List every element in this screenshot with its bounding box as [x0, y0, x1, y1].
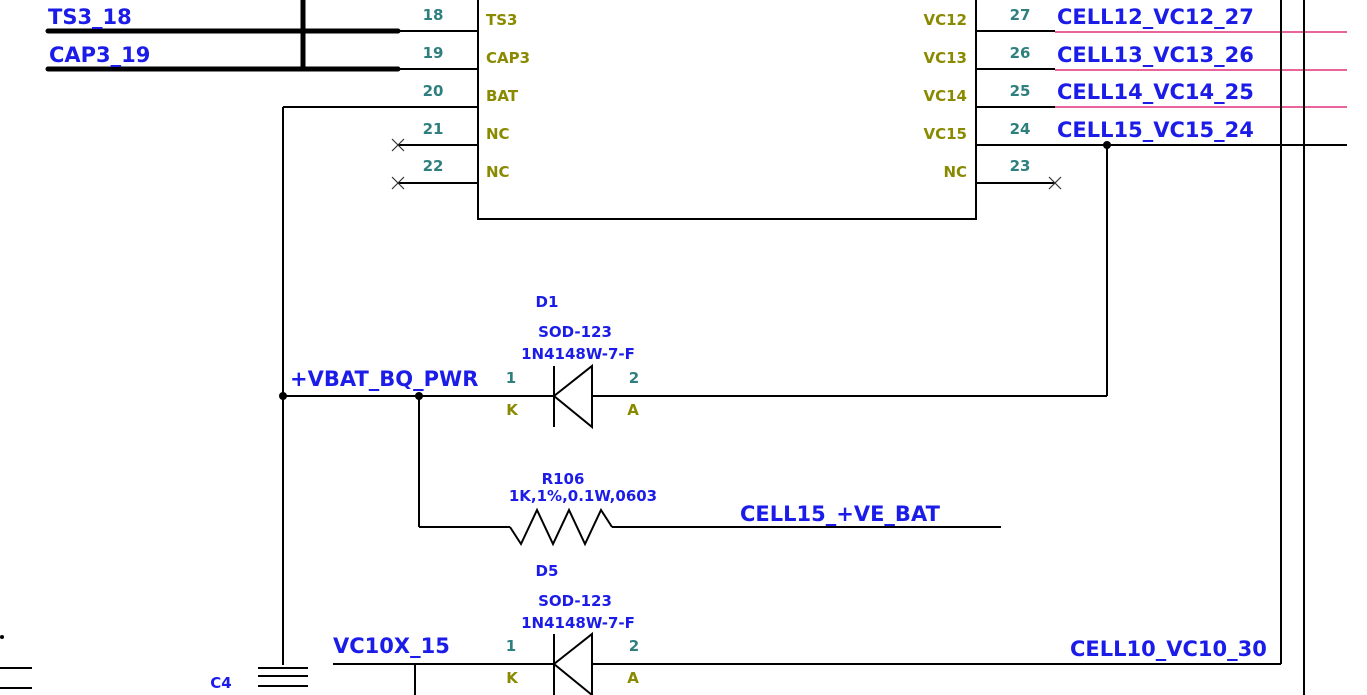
pin-name-vc15: VC15	[924, 125, 968, 143]
pin-number-26: 26	[1010, 44, 1031, 62]
net-label-cell12: CELL12_VC12_27	[1057, 5, 1254, 29]
d5-part: 1N4148W-7-F	[521, 614, 635, 632]
pin-number-25: 25	[1010, 82, 1031, 100]
d5-k-label: K	[506, 669, 519, 687]
ic-body-outline	[477, 0, 977, 220]
c4-ref: C4	[210, 674, 231, 692]
pin-name-vc14: VC14	[924, 87, 968, 105]
net-label-cell10: CELL10_VC10_30	[1070, 637, 1267, 661]
nc-marker-22	[391, 176, 405, 190]
d5-diode-symbol[interactable]	[552, 631, 593, 695]
d1-a-label: A	[627, 401, 639, 419]
net-label-cap3: CAP3_19	[49, 43, 150, 67]
d5-a-label: A	[627, 669, 639, 687]
pin-number-27: 27	[1010, 6, 1031, 24]
pin-name-vc13: VC13	[924, 49, 968, 67]
d5-pin2-number: 2	[629, 637, 639, 655]
pin-name-nc-21: NC	[486, 125, 510, 143]
r106-value: 1K,1%,0.1W,0603	[509, 487, 657, 505]
d1-ref: D1	[536, 293, 559, 311]
pin-name-nc-22: NC	[486, 163, 510, 181]
d1-pin1-number: 1	[506, 369, 516, 387]
r106-resistor-symbol[interactable]	[509, 507, 613, 547]
d1-part: 1N4148W-7-F	[521, 345, 635, 363]
net-label-cell14: CELL14_VC14_25	[1057, 80, 1254, 104]
net-label-cell15: CELL15_VC15_24	[1057, 118, 1254, 142]
net-label-vc10x: VC10X_15	[333, 634, 450, 658]
pin-number-21: 21	[423, 120, 444, 138]
pin-number-19: 19	[423, 44, 444, 62]
junction-vbat-left	[279, 392, 287, 400]
d1-package: SOD-123	[538, 323, 612, 341]
net-label-vbat-bq: +VBAT_BQ_PWR	[290, 367, 478, 391]
pin-name-bat: BAT	[486, 87, 519, 105]
c4-capacitor-symbol[interactable]	[258, 667, 308, 687]
pin-number-22: 22	[423, 157, 444, 175]
r106-ref: R106	[542, 470, 585, 488]
nc-marker-23	[1048, 176, 1062, 190]
d1-k-label: K	[506, 401, 519, 419]
pin-number-23: 23	[1010, 157, 1031, 175]
d5-package: SOD-123	[538, 592, 612, 610]
net-label-cell15-ve: CELL15_+VE_BAT	[740, 502, 941, 526]
pin-name-cap3: CAP3	[486, 49, 530, 67]
pin-number-18: 18	[423, 6, 444, 24]
left-edge-junction	[0, 635, 4, 639]
net-label-ts3: TS3_18	[48, 5, 132, 29]
d1-pin2-number: 2	[629, 369, 639, 387]
nc-marker-21	[391, 138, 405, 152]
d1-diode-symbol[interactable]	[552, 363, 593, 430]
pin-name-ts3: TS3	[486, 11, 517, 29]
net-label-cell13: CELL13_VC13_26	[1057, 43, 1254, 67]
d5-pin1-number: 1	[506, 637, 516, 655]
pin-name-nc-23: NC	[943, 163, 967, 181]
d5-ref: D5	[536, 562, 559, 580]
pin-name-vc12: VC12	[924, 11, 968, 29]
pin-number-24: 24	[1010, 120, 1031, 138]
pin-number-20: 20	[423, 82, 444, 100]
